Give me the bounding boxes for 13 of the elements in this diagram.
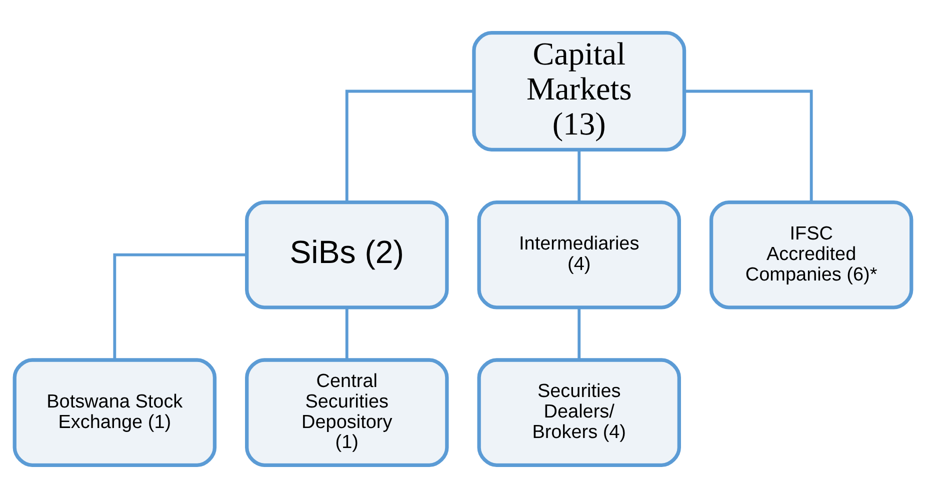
connector bbox=[345, 89, 474, 202]
connector bbox=[113, 252, 246, 360]
node-box: Intermediaries (4) bbox=[477, 200, 681, 309]
connector bbox=[578, 149, 581, 202]
node-box: Securities Dealers/ Brokers (4) bbox=[477, 358, 681, 466]
node-box: Botswana Stock Exchange (1) bbox=[12, 358, 217, 466]
node-box: Central Securities Depository (1) bbox=[245, 358, 449, 466]
connector bbox=[578, 307, 581, 359]
node-box: SiBs (2) bbox=[245, 200, 449, 309]
node-box: Capital Markets (13) bbox=[472, 30, 686, 151]
node-box: IFSC Accredited Companies (6)* bbox=[709, 200, 914, 309]
connector bbox=[345, 307, 348, 359]
connector bbox=[684, 89, 813, 202]
